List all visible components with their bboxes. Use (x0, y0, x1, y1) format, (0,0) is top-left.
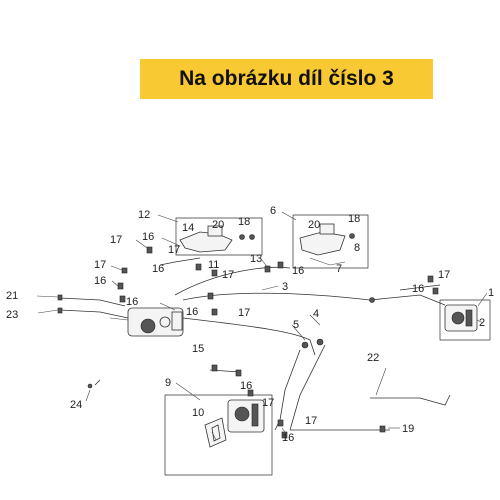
part-number-banner: Na obrázku díl číslo 3 (140, 59, 433, 99)
callout-16: 16 (152, 263, 164, 275)
callout-16: 16 (142, 231, 154, 243)
callout-24: 24 (70, 399, 82, 411)
callout-5: 5 (293, 319, 299, 331)
callout-17: 17 (305, 415, 317, 427)
callout-4: 4 (313, 308, 319, 320)
callout-1: 1 (488, 287, 494, 299)
callout-20: 20 (212, 219, 224, 231)
callout-16: 16 (282, 432, 294, 444)
callout-17: 17 (438, 269, 450, 281)
callout-12: 12 (138, 209, 150, 221)
callout-17: 17 (238, 307, 250, 319)
left-master-cylinder (179, 225, 255, 253)
callout-15: 15 (192, 343, 204, 355)
callout-16: 16 (240, 380, 252, 392)
banner-text: Na obrázku díl číslo 3 (179, 67, 394, 90)
callout-2: 2 (479, 317, 485, 329)
callout-17: 17 (168, 244, 180, 256)
banjo-bolts (57, 246, 439, 439)
master-cylinder-box-right (292, 214, 369, 269)
callout-13: 13 (250, 253, 262, 265)
callout-8: 8 (354, 242, 360, 254)
callout-20: 20 (308, 219, 320, 231)
callout-16: 16 (292, 265, 304, 277)
rear-caliper (444, 304, 478, 332)
front-caliper (204, 399, 265, 448)
right-master-cylinder (299, 223, 355, 266)
callout-16: 16 (94, 275, 106, 287)
callout-17: 17 (110, 234, 122, 246)
callout-23: 23 (6, 309, 18, 321)
callout-9: 9 (165, 377, 171, 389)
callout-10: 10 (192, 407, 204, 419)
callout-6: 6 (270, 205, 276, 217)
leader-lines (36, 211, 488, 441)
callout-18: 18 (348, 213, 360, 225)
callout-16: 16 (186, 306, 198, 318)
callout-18: 18 (238, 216, 250, 228)
callout-3: 3 (282, 281, 288, 293)
callout-11: 11 (208, 259, 219, 271)
callout-numbers: 12 14 20 18 6 20 18 8 17 16 17 17 11 16 … (6, 205, 494, 444)
callout-21: 21 (6, 290, 18, 302)
callout-14: 14 (182, 222, 194, 234)
callout-19: 19 (402, 423, 414, 435)
callout-17: 17 (262, 397, 274, 409)
callout-7: 7 (336, 263, 342, 275)
callout-16: 16 (126, 296, 138, 308)
rear-caliper-box (439, 299, 491, 341)
master-cylinder-box-left (175, 217, 263, 256)
callout-17: 17 (94, 259, 106, 271)
abs-unit (109, 307, 184, 337)
callout-22: 22 (367, 352, 379, 364)
callout-16: 16 (412, 283, 424, 295)
front-caliper-box (164, 394, 273, 476)
callout-17: 17 (222, 269, 234, 281)
